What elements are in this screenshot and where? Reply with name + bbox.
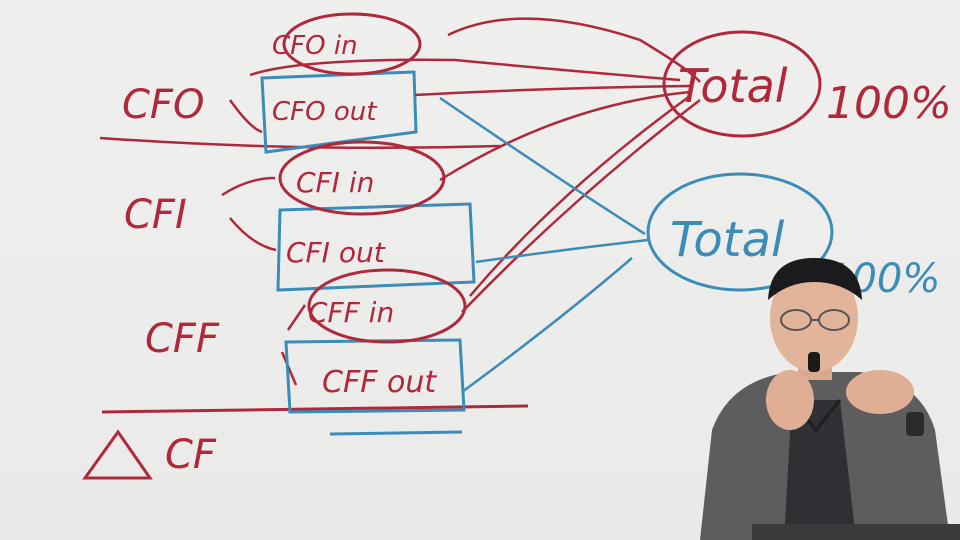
cff-out-text: CFF out [322, 365, 437, 400]
cfo-in-text: CFO in [272, 31, 358, 61]
separator-line [101, 404, 529, 414]
inflow-total-text: Total [678, 59, 788, 113]
outflow-total-text: Total [670, 212, 785, 268]
connector-line [454, 58, 681, 82]
arrow-stroke [221, 176, 276, 197]
outflow-total-ellipse [646, 172, 834, 292]
inflow-percent-text: 100% [826, 78, 952, 129]
connector-line [469, 94, 691, 297]
inflow-total-ellipse [662, 30, 822, 138]
connector-line [439, 90, 691, 182]
cff-in-ellipse [307, 268, 467, 344]
arrow-stroke [286, 304, 307, 331]
arrow-stroke [228, 99, 263, 134]
cff-in-text: CFF in [308, 296, 394, 329]
underline [329, 430, 463, 436]
delta-icon [82, 429, 153, 480]
cfo-label: CFO [122, 82, 204, 128]
delta-cf-label: CF [165, 432, 217, 478]
cfi-out-box [276, 202, 476, 292]
cfi-out-text: CFI out [286, 236, 386, 269]
connector-line [447, 17, 701, 83]
connector-line [461, 99, 701, 313]
cfo-in-ellipse [282, 12, 422, 76]
arrow-stroke [229, 217, 277, 252]
cfo-out-text: CFO out [272, 97, 377, 127]
connector-line [414, 84, 691, 97]
lecturer-figure [700, 258, 960, 540]
connector-line [475, 238, 649, 264]
cff-label: CFF [145, 316, 220, 362]
cfi-label: CFI [124, 192, 187, 238]
connector-line [461, 257, 633, 394]
box-top-stroke [249, 58, 456, 77]
connector-line [439, 96, 646, 236]
cfi-in-text: CFI in [296, 166, 374, 199]
